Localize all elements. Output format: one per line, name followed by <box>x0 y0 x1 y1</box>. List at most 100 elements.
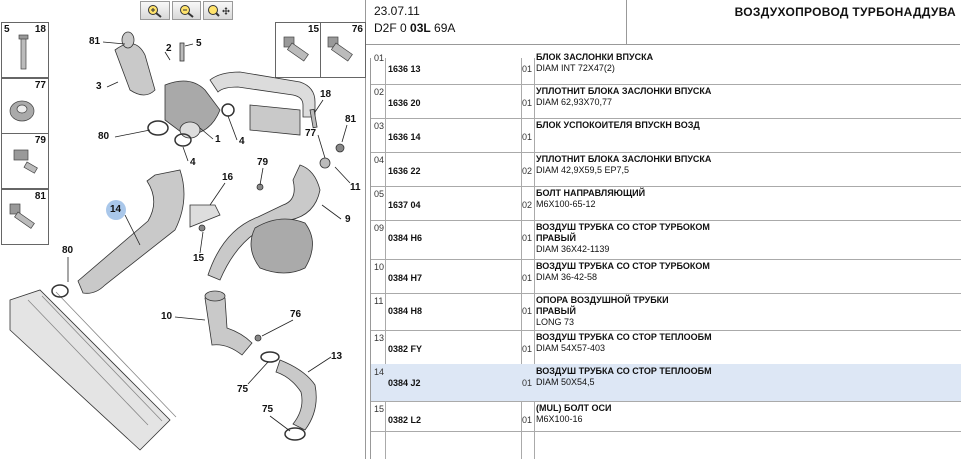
part-name: ВОЗДУШ ТРУБКА СО СТОР ТЕПЛООБМ <box>536 366 712 376</box>
header-code: D2F 0 03L 69A <box>374 21 456 35</box>
zoom-in-button[interactable] <box>140 1 170 20</box>
part-number: 0382 L2 <box>388 415 422 425</box>
part-number: 1636 14 <box>388 132 421 142</box>
callout-3[interactable]: 3 <box>96 81 102 92</box>
callout-77[interactable]: 77 <box>305 128 317 139</box>
part-quantity: 01 <box>522 344 533 354</box>
bolt-icon <box>18 34 29 70</box>
part-spec: LONG 73 <box>536 317 575 327</box>
part-number: 1637 04 <box>388 200 421 210</box>
parts-diagram[interactable]: 5 18 77 79 81 15 76 <box>0 0 366 459</box>
part-quantity: 01 <box>522 132 533 142</box>
part-number: 0384 J2 <box>388 378 421 388</box>
callout-4[interactable]: 4 <box>239 136 245 147</box>
part-number: 0384 H8 <box>388 306 423 316</box>
callout-9[interactable]: 9 <box>345 214 351 225</box>
thumbnail-label: 79 <box>34 135 46 146</box>
bolt-icon <box>9 203 35 229</box>
part-index: 02 <box>374 87 385 97</box>
callout-75[interactable]: 75 <box>237 384 249 395</box>
part-name: УПЛОТНИТ БЛОКА ЗАСЛОНКИ ВПУСКА <box>536 154 712 164</box>
part-spec: DIAM 42,9X59,5 EP7,5 <box>536 165 630 175</box>
part-name: БОЛТ НАПРАВЛЯЮЩИЙ <box>536 188 646 198</box>
callout-79[interactable]: 79 <box>257 157 269 168</box>
thumbnail-81[interactable]: 81 <box>1 189 49 245</box>
part-spec: DIAM 50X54,5 <box>536 377 595 387</box>
callout-81[interactable]: 81 <box>89 36 101 47</box>
thumbnail-label: 18 <box>34 24 46 35</box>
callout-1[interactable]: 1 <box>215 134 221 145</box>
part-quantity: 01 <box>522 64 533 74</box>
pan-button[interactable] <box>203 1 234 20</box>
part-index: 13 <box>374 333 385 343</box>
callout-76[interactable]: 76 <box>290 309 302 320</box>
zoom-out-button[interactable] <box>171 1 202 20</box>
thumbnail-label: 81 <box>34 191 46 202</box>
callout-4[interactable]: 4 <box>190 157 196 168</box>
thumbnail-77[interactable]: 77 <box>1 78 49 134</box>
callout-80[interactable]: 80 <box>62 245 74 256</box>
zoom-pan-icon <box>208 4 231 17</box>
callout-16[interactable]: 16 <box>222 172 234 183</box>
callout-14[interactable]: 14 <box>110 204 122 215</box>
part-spec: M6X100-65-12 <box>536 199 596 209</box>
selected-part-highlight <box>106 200 126 220</box>
part-spec: DIAM INT 72X47(2) <box>536 63 615 73</box>
zoom-toolbar <box>140 1 234 20</box>
part-quantity: 01 <box>522 233 533 243</box>
callout-15[interactable]: 15 <box>193 253 205 264</box>
part-index: 10 <box>374 262 385 272</box>
part-description: БЛОК УСПОКОИТЕЛЯ ВПУСКН ВОЗД <box>536 120 700 131</box>
part-name: ВОЗДУШ ТРУБКА СО СТОР ТЕПЛООБМ <box>536 332 712 342</box>
part-quantity: 01 <box>522 378 533 388</box>
thumbnail-79[interactable]: 79 <box>1 133 49 189</box>
part-spec: M6X100-16 <box>536 414 583 424</box>
callout-2[interactable]: 2 <box>166 43 172 54</box>
callout-18[interactable]: 18 <box>320 89 332 100</box>
callout-11[interactable]: 11 <box>350 182 361 193</box>
thumbnail-15-76[interactable]: 15 76 <box>275 22 366 78</box>
callout-10[interactable]: 10 <box>161 311 173 322</box>
parts-header: 23.07.11 D2F 0 03L 69A ВОЗДУХОПРОВОД ТУР… <box>366 0 960 45</box>
part-quantity: 02 <box>522 166 533 176</box>
part-name: (MUL) БОЛТ ОСИ <box>536 403 612 413</box>
callout-80[interactable]: 80 <box>98 131 110 142</box>
part-index: 04 <box>374 155 385 165</box>
part-number: 1636 22 <box>388 166 421 176</box>
part-quantity: 01 <box>522 415 533 425</box>
part-spec: ПРАВЫЙ <box>536 233 576 243</box>
header-date: 23.07.11 <box>374 4 420 18</box>
thumbnail-5-18[interactable]: 5 18 <box>1 22 49 78</box>
part-number: 0384 H6 <box>388 233 423 243</box>
page-title: ВОЗДУХОПРОВОД ТУРБОНАДДУВА <box>734 5 956 19</box>
part-spec: DIAM 36X42-1139 <box>536 244 610 254</box>
part-index: 14 <box>374 367 385 377</box>
callout-75[interactable]: 75 <box>262 404 274 415</box>
thumbnail-label: 76 <box>351 24 363 35</box>
screw-icon <box>13 149 38 174</box>
callout-13[interactable]: 13 <box>331 351 343 362</box>
part-name: ВОЗДУШ ТРУБКА СО СТОР ТУРБОКОМ <box>536 222 710 232</box>
part-name: УПЛОТНИТ БЛОКА ЗАСЛОНКИ ВПУСКА <box>536 86 712 96</box>
part-name: ОПОРА ВОЗДУШНОЙ ТРУБКИ <box>536 295 669 305</box>
callout-5[interactable]: 5 <box>196 38 202 49</box>
callout-81[interactable]: 81 <box>345 114 357 125</box>
